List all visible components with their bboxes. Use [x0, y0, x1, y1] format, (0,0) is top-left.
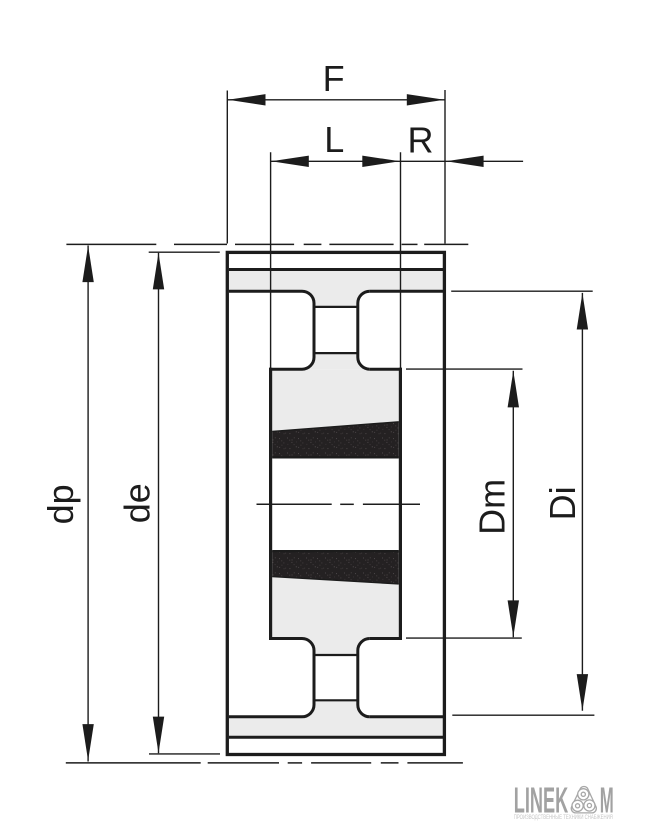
svg-text:R: R [408, 120, 434, 161]
svg-text:dp: dp [40, 484, 81, 524]
svg-text:F: F [323, 58, 345, 99]
svg-text:LINEK: LINEK [514, 780, 568, 821]
svg-text:Dm: Dm [472, 479, 513, 535]
svg-text:L: L [324, 119, 344, 160]
svg-text:Di: Di [542, 486, 583, 520]
svg-text:de: de [117, 483, 158, 523]
svg-text:M: M [600, 780, 614, 821]
svg-text:ПРОИЗВОДСТВЕННЫЕ ТЕХНИКИ СНАБЖ: ПРОИЗВОДСТВЕННЫЕ ТЕХНИКИ СНАБЖЕНИЯ [514, 814, 613, 821]
